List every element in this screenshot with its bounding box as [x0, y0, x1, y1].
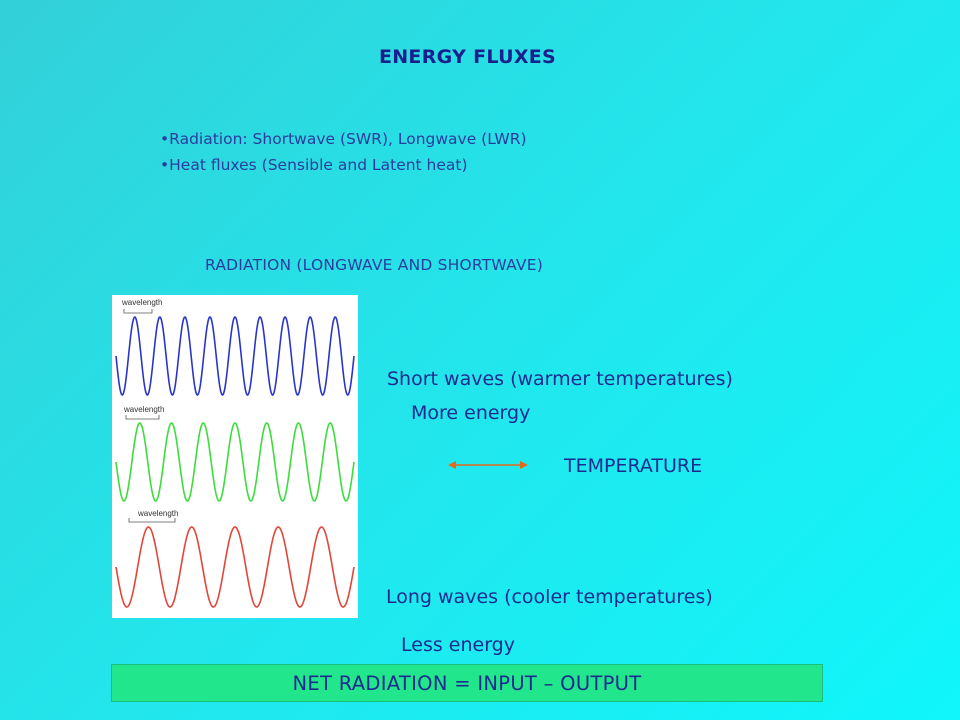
long-waves-label: Long waves (cooler temperatures)	[386, 586, 713, 608]
wave-figure: wavelength wavelength wavelength	[112, 295, 358, 618]
medium-wavelength-label: wavelength	[123, 405, 164, 414]
short-waves-label: Short waves (warmer temperatures)	[387, 368, 733, 390]
short-wave	[115, 316, 355, 396]
bullet-heat-fluxes: •Heat fluxes (Sensible and Latent heat)	[160, 156, 468, 174]
slide-title: ENERGY FLUXES	[378, 46, 557, 68]
long-wave-panel: wavelength	[115, 509, 355, 608]
long-wave	[115, 526, 355, 608]
short-wave-panel: wavelength	[115, 298, 355, 396]
medium-wave-panel: wavelength	[115, 405, 355, 502]
temperature-label: TEMPERATURE	[564, 455, 703, 477]
section-heading: RADIATION (LONGWAVE AND SHORTWAVE)	[205, 256, 543, 274]
double-arrow-icon	[448, 461, 528, 469]
medium-wave	[115, 422, 355, 502]
net-radiation-box: NET RADIATION = INPUT – OUTPUT	[111, 664, 823, 702]
net-radiation-text: NET RADIATION = INPUT – OUTPUT	[292, 672, 642, 695]
long-wavelength-label: wavelength	[137, 509, 178, 518]
wave-diagram: wavelength wavelength wavelength	[115, 298, 355, 608]
long-wavelength-bracket	[128, 518, 176, 523]
more-energy-label: More energy	[411, 402, 531, 424]
bullet-radiation: •Radiation: Shortwave (SWR), Longwave (L…	[160, 130, 527, 148]
short-wavelength-bracket	[123, 309, 153, 314]
medium-wavelength-bracket	[125, 415, 160, 420]
less-energy-label: Less energy	[401, 634, 515, 656]
bullet-list: •Radiation: Shortwave (SWR), Longwave (L…	[160, 126, 527, 178]
short-wavelength-label: wavelength	[121, 298, 162, 307]
